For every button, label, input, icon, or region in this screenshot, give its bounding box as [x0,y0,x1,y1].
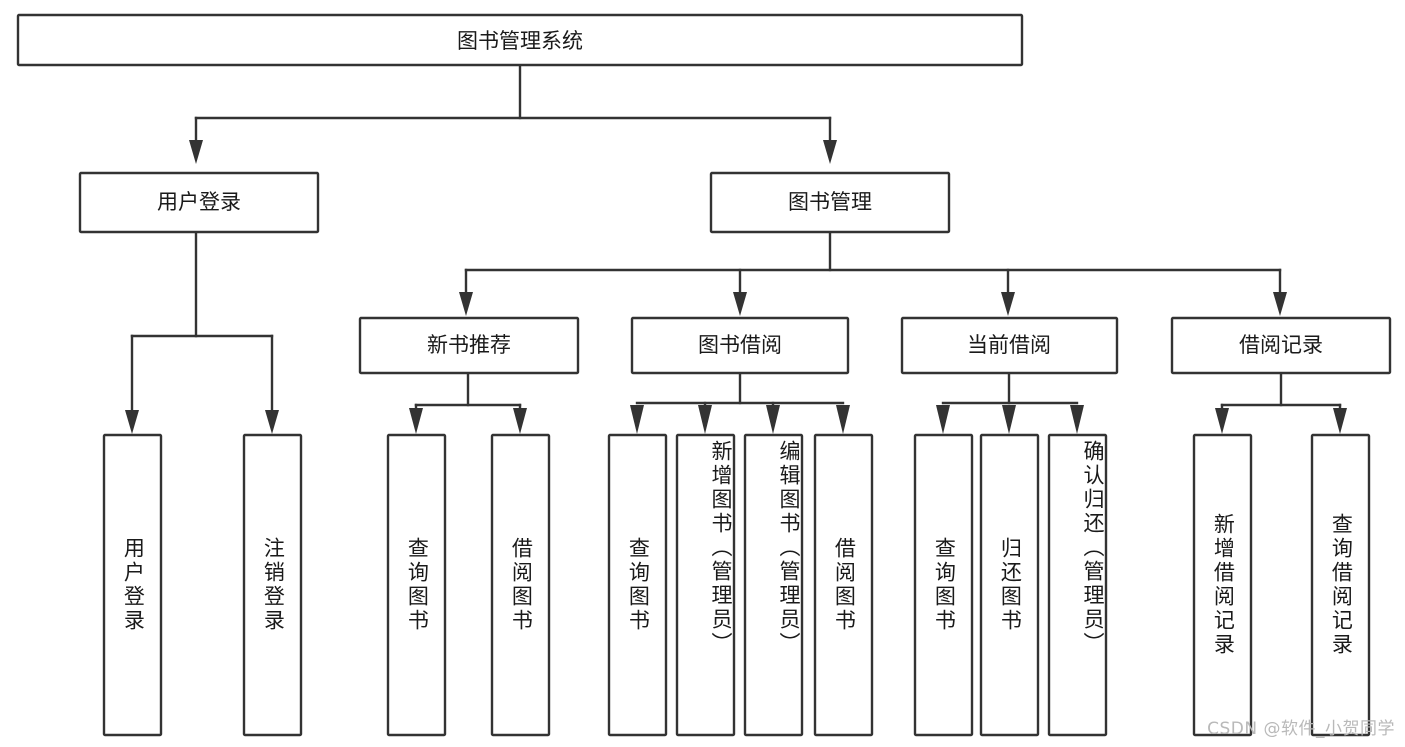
arrow-head-new-book-recommend [459,292,473,316]
node-current-borrow-label: 当前借阅 [967,333,1051,357]
arrow-head-borrow-add [698,405,712,434]
arrow-head-borrow-record [1273,292,1287,316]
leaf-box-logout[interactable] [242,433,303,737]
leaf-box-current-confirm-return[interactable] [1047,433,1108,737]
arrow-head-userlogin [189,140,203,164]
node-book-management-label: 图书管理 [788,190,872,214]
leaf-box-current-return-book[interactable] [979,433,1040,737]
arrow-head-current-query [936,405,950,434]
node-book-management[interactable] [709,171,951,234]
leaf-box-borrow-add-book[interactable] [675,433,736,737]
leaf-box-borrow-query-book[interactable] [607,433,668,737]
arrow-head-borrow-lend [836,405,850,434]
node-borrow-record[interactable] [1170,316,1392,375]
arrow-head-recommend-query [409,408,423,434]
arrow-head-current-borrow [1001,292,1015,316]
arrow-head-bookmgmt [823,140,837,164]
leaf-box-user-login[interactable] [102,433,163,737]
leaf-box-record-add[interactable] [1192,433,1253,737]
arrow-head-book-borrow [733,292,747,316]
arrow-head-logout-leaf [265,410,279,434]
node-user-login-label: 用户登录 [157,190,241,214]
node-user-login[interactable] [78,171,320,234]
node-book-borrow-label: 图书借阅 [698,333,782,357]
node-current-borrow[interactable] [900,316,1119,375]
arrow-head-user-login-leaf [125,410,139,434]
watermark-text: CSDN @软件_小贺同学 [1207,719,1395,739]
leaf-box-borrow-edit-book[interactable] [743,433,804,737]
arrow-head-record-add [1215,408,1229,434]
arrow-head-borrow-edit [766,405,780,434]
connector-group [125,63,1347,434]
arrow-head-borrow-query [630,405,644,434]
leaf-box-record-query[interactable] [1310,433,1371,737]
node-root-label: 图书管理系统 [457,29,583,53]
node-borrow-record-label: 借阅记录 [1239,333,1323,357]
leaf-box-recommend-borrow-book[interactable] [490,433,551,737]
arrow-head-recommend-borrow [513,408,527,434]
node-book-borrow[interactable] [630,316,850,375]
arrow-head-current-return [1002,405,1016,434]
arrow-head-record-query [1333,408,1347,434]
node-new-book-recommend[interactable] [358,316,580,375]
leaf-box-current-query-book[interactable] [913,433,974,737]
node-root[interactable] [16,13,1024,67]
leaf-box-borrow-lend-book[interactable] [813,433,874,737]
leaf-box-recommend-query-book[interactable] [386,433,447,737]
arrow-head-current-confirm [1070,405,1084,434]
node-new-book-recommend-label: 新书推荐 [427,333,511,357]
